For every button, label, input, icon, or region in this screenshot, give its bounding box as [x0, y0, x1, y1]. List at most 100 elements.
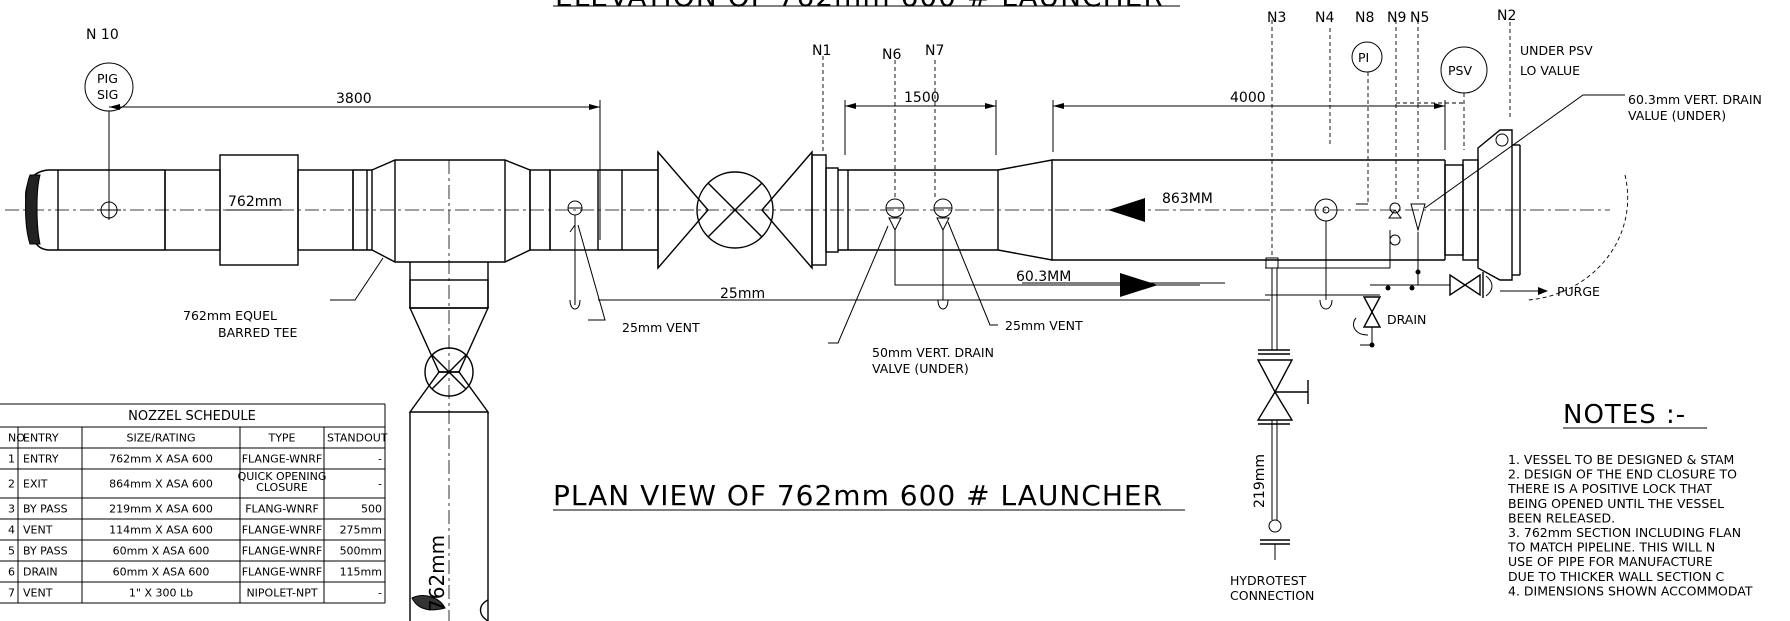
schedule-cell: FLANGE-WNRF — [242, 566, 323, 579]
tag-n7: N7 — [925, 43, 944, 59]
schedule-header-cell: TYPE — [267, 432, 295, 445]
annotation-labels: UNDER PSV LO VALUE 60.3mm VERT. DRAIN VA… — [183, 43, 1762, 612]
schedule-cell: DRAIN — [23, 566, 58, 579]
schedule-cell: 115mm — [340, 566, 382, 579]
schedule-cell: FLANGE-WNRF — [242, 545, 323, 558]
vent-n6 — [885, 60, 1200, 286]
pressure-gauge-n8 — [1356, 72, 1369, 205]
schedule-cell: 2 — [8, 478, 15, 491]
psv-bubble — [1396, 46, 1488, 150]
tag-n3: N3 — [1267, 10, 1286, 26]
dim-3800 — [109, 100, 601, 240]
dim-4000-label: 4000 — [1230, 90, 1266, 106]
drain603-1: 60.3mm VERT. DRAIN — [1628, 92, 1762, 107]
schedule-header-cell: ENTRY — [23, 432, 59, 445]
schedule-cell: 4 — [8, 524, 15, 537]
pig-sig-line1: PIG — [97, 71, 118, 86]
notes-block: NOTES :- 1. VESSEL TO BE DESIGNED & STAM… — [1507, 400, 1753, 598]
schedule-cell: BY PASS — [23, 503, 68, 516]
schedule-cell: 3 — [8, 503, 15, 516]
pi-bubble — [1351, 41, 1383, 73]
elevation-title: ELEVATION OF 762mm 600 # LAUNCHER — [553, 0, 1180, 13]
psv-n5 — [1410, 20, 1426, 232]
launcher-barrel — [811, 129, 1629, 301]
tag-n8: N8 — [1355, 10, 1374, 26]
tag-n4: N4 — [1315, 10, 1334, 26]
note-line: BEEN RELEASED. — [1508, 510, 1615, 525]
barred-tee — [371, 152, 659, 621]
size-863-label: 863MM — [1162, 191, 1213, 207]
size-603-label: 60.3MM — [1016, 269, 1071, 285]
leader-tee — [330, 257, 384, 301]
nozzle-labels: N 10 N1 N6 N7 N3 N4 N8 N9 N5 N2 — [86, 8, 1516, 63]
schedule-cell: 762mm X ASA 600 — [109, 453, 213, 466]
leader-drain603 — [1424, 94, 1625, 209]
note-line: 4. DIMENSIONS SHOWN ACCOMMODAT — [1508, 583, 1753, 598]
schedule-cell: ENTRY — [23, 453, 59, 466]
bypass-25-label: 25mm — [720, 286, 765, 302]
tag-n6: N6 — [882, 47, 901, 63]
note-line: DUE TO THICKER WALL SECTION C — [1508, 569, 1724, 584]
leader-vent-right — [947, 221, 998, 326]
tag-n10: N 10 — [86, 27, 119, 43]
schedule-title: NOZZEL SCHEDULE — [128, 409, 256, 424]
note-line: THERE IS A POSITIVE LOCK THAT — [1507, 481, 1712, 496]
under-psv-2: LO VALUE — [1520, 63, 1580, 78]
schedule-header-cell: SIZE/RATING — [126, 432, 195, 445]
instrument-labels: PIG SIG PI PSV — [97, 50, 1472, 102]
dim-1500-label: 1500 — [904, 90, 940, 106]
purge-label: PURGE — [1557, 284, 1600, 299]
schedule-cell: EXIT — [23, 478, 48, 491]
schedule-cell: 500 — [361, 503, 382, 516]
vent-right-label: 25mm VENT — [1005, 318, 1083, 333]
schedule-cell: 500mm — [340, 545, 382, 558]
schedule-cell: 114mm X ASA 600 — [109, 524, 213, 537]
dim-3800-label: 3800 — [336, 91, 372, 107]
tag-n1: N1 — [812, 43, 831, 59]
schedule-cell: FLANGE-WNRF — [242, 453, 323, 466]
tag-n9: N9 — [1387, 10, 1406, 26]
tag-n5: N5 — [1410, 10, 1429, 26]
schedule-cell: VENT — [23, 587, 53, 600]
notes-heading: NOTES :- — [1563, 400, 1686, 430]
tee-label-2: BARRED TEE — [218, 325, 298, 340]
vent-left-label: 25mm VENT — [622, 320, 700, 335]
schedule-cell: 864mm X ASA 600 — [109, 478, 213, 491]
plan-title-text: PLAN VIEW OF 762mm 600 # LAUNCHER — [553, 479, 1163, 512]
psv-label: PSV — [1448, 63, 1472, 78]
schedule-cell: 7 — [8, 587, 15, 600]
schedule-cell: 60mm X ASA 600 — [113, 566, 210, 579]
schedule-cell: - — [378, 478, 382, 491]
schedule-cell: 6 — [8, 566, 15, 579]
vent-n7 — [933, 60, 953, 310]
schedule-cell: 1" X 300 Lb — [129, 587, 193, 600]
pipe-762-vertical-label: 762mm — [425, 535, 449, 612]
schedule-cell: 5 — [8, 545, 15, 558]
tee-label-1: 762mm EQUEL — [183, 308, 277, 323]
valve-n9 — [1388, 20, 1402, 246]
schedule-header-cell: STANDOUT — [327, 432, 388, 445]
bypass-piping — [1265, 230, 1548, 348]
note-line: 2. DESIGN OF THE END CLOSURE TO — [1508, 467, 1737, 482]
hydrotest-2: CONNECTION — [1230, 588, 1314, 603]
note-line: 3. 762mm SECTION INCLUDING FLAN — [1508, 525, 1741, 540]
leader-vent-left — [577, 224, 606, 321]
note-line: BEING OPENED UNTIL THE VESSEL — [1508, 496, 1724, 511]
schedule-cell: BY PASS — [23, 545, 68, 558]
plan-title: PLAN VIEW OF 762mm 600 # LAUNCHER — [553, 479, 1185, 512]
schedule-header-cell: NO — [8, 432, 25, 445]
hydrotest-branch — [1256, 20, 1309, 560]
note-line: USE OF PIPE FOR MANUFACTURE — [1508, 554, 1713, 569]
schedule-cell: FLANG-WNRF — [245, 503, 319, 516]
drain50-2: VALVE (UNDER) — [872, 361, 969, 376]
inlet-pipe-break — [25, 169, 165, 251]
pi-label: PI — [1358, 50, 1369, 65]
drain50-1: 50mm VERT. DRAIN — [872, 345, 994, 360]
dim-4000 — [1052, 100, 1446, 152]
schedule-cell: FLANGE-WNRF — [242, 524, 323, 537]
pig-signaller — [84, 62, 134, 220]
